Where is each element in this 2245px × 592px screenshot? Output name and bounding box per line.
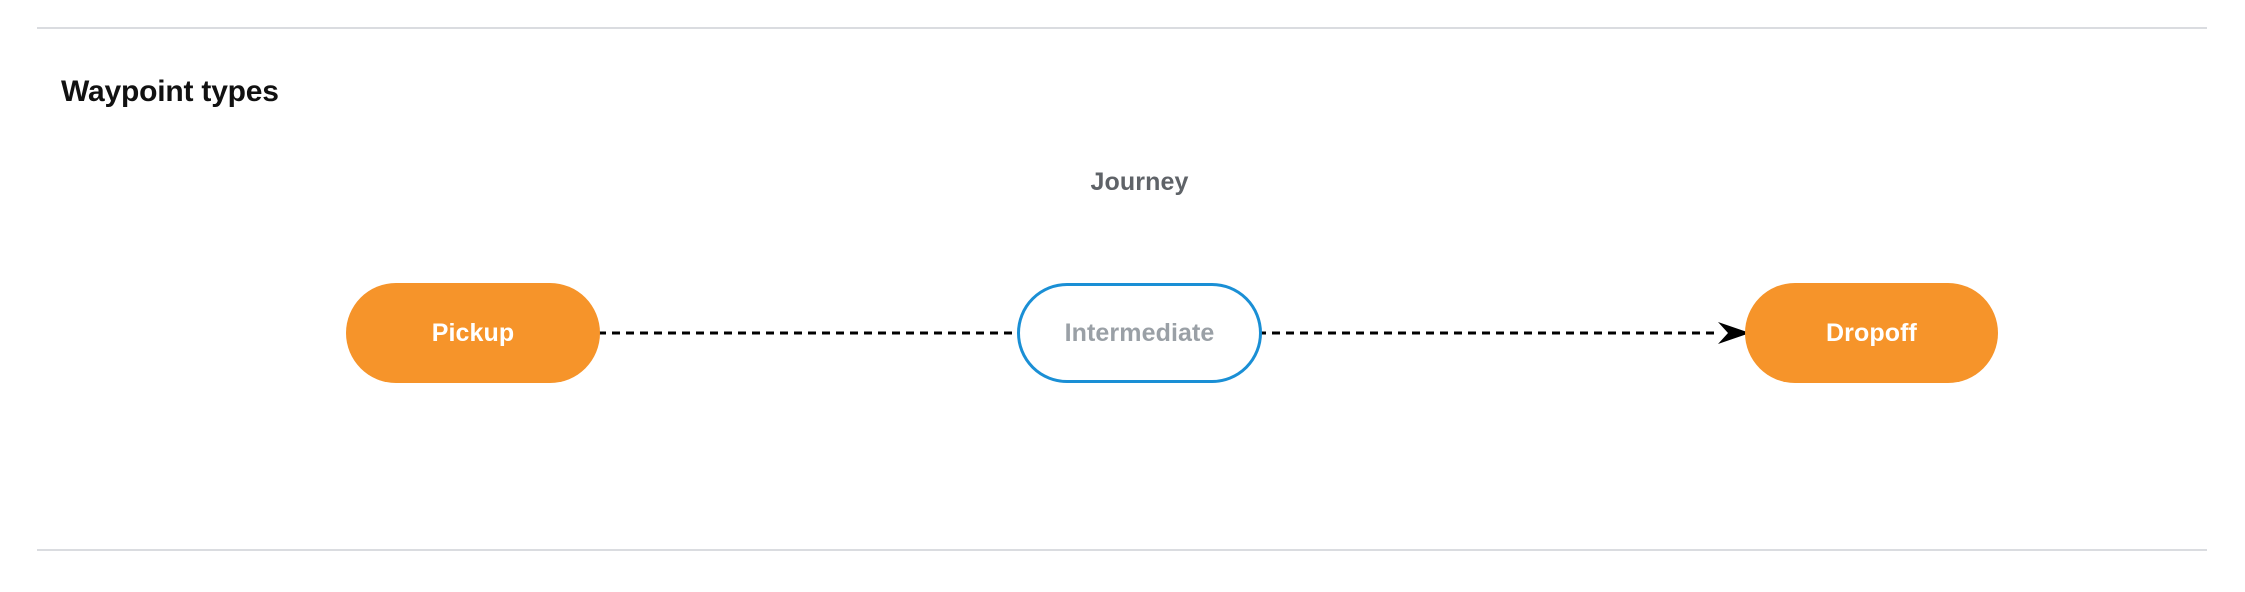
graph-label-journey: Journey (1090, 168, 1189, 196)
arrowhead-icon (1718, 322, 1750, 344)
page-title: Waypoint types (61, 75, 279, 108)
node-intermediate-label: Intermediate (1064, 318, 1215, 347)
node-pickup[interactable]: Pickup (346, 283, 600, 383)
node-dropoff-label: Dropoff (1826, 318, 1917, 347)
node-dropoff[interactable]: Dropoff (1745, 283, 1998, 383)
divider-bottom (37, 549, 2207, 551)
node-pickup-label: Pickup (431, 318, 515, 347)
edge-pickup-to-intermediate (598, 318, 1022, 348)
divider-top (37, 27, 2207, 29)
edge-intermediate-to-dropoff (1258, 318, 1750, 348)
node-intermediate[interactable]: Intermediate (1017, 283, 1262, 383)
